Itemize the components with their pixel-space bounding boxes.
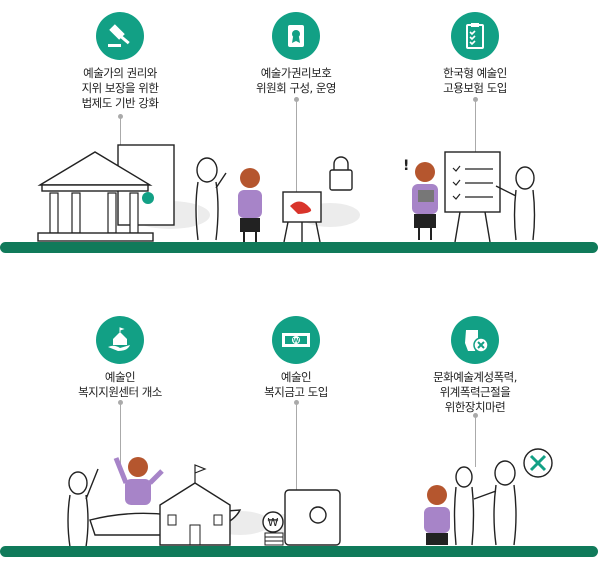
cheering-woman (113, 457, 164, 505)
clipboard-checklist-icon (451, 12, 499, 60)
person-outline-waving (67, 468, 99, 548)
leader-dot (473, 97, 478, 102)
ground-bar-row1 (0, 242, 598, 253)
easel-painting (282, 156, 360, 243)
fist-cross-icon (451, 316, 499, 364)
woman-holding-tablet: ! (403, 158, 438, 240)
leader-dot (118, 400, 123, 405)
leader-line (296, 404, 297, 490)
artist-woman (238, 168, 262, 242)
house-in-hand-icon (96, 316, 144, 364)
checklist-board (444, 151, 501, 243)
leader-line (475, 100, 476, 152)
person-outline-pointing (495, 166, 536, 241)
leader-dot (473, 413, 478, 418)
leader-dot (118, 114, 123, 119)
courthouse-illustration (37, 144, 210, 242)
distressed-woman (424, 485, 450, 545)
leader-dot (294, 97, 299, 102)
exclamation-mark: ! (403, 158, 409, 174)
certificate-scroll-icon (272, 12, 320, 60)
won-banknote-icon: W (272, 316, 320, 364)
scene-row1: ! (37, 144, 536, 243)
won-coin-icon: ₩ (268, 516, 279, 529)
svg-text:W: W (293, 338, 300, 345)
gavel-icon (96, 12, 144, 60)
leader-line (120, 118, 121, 158)
hand-holding-house (89, 464, 270, 546)
people-outline-standing (453, 460, 517, 546)
cross-speech-bubble (523, 448, 553, 478)
scene-row2: ₩ (67, 448, 553, 548)
leader-line (475, 417, 476, 467)
safe-with-coins: ₩ (260, 489, 341, 546)
leader-line (296, 100, 297, 200)
leader-dot (294, 400, 299, 405)
ground-bar-row2 (0, 546, 598, 557)
person-outline (195, 157, 227, 241)
leader-line (120, 404, 121, 464)
